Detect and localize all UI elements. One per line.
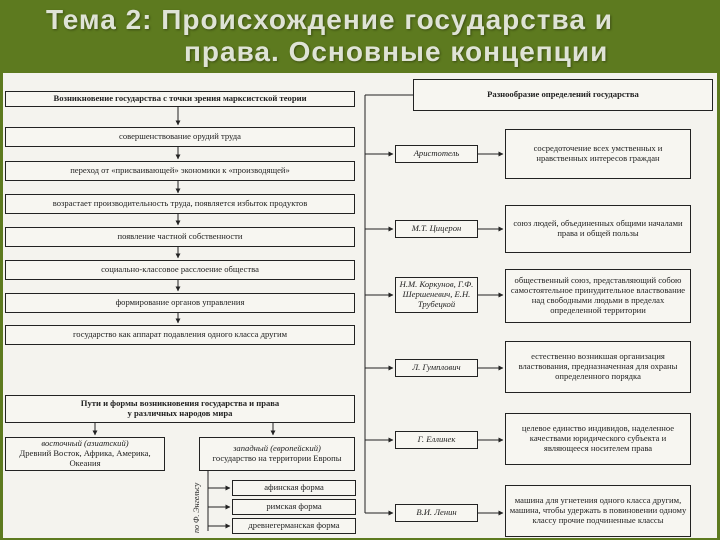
slide-title-line-2: права. Основные концепции — [184, 36, 609, 67]
slide-title-line-1: Тема 2: Происхождение государства и — [46, 4, 613, 35]
author-box-lenin: В.И. Ленин — [395, 504, 478, 522]
eastern-way-box: восточный (азиатский) Древний Восток, Аф… — [5, 437, 165, 471]
diagram-sheet: Возникновение государства с точки зрения… — [3, 73, 717, 538]
western-way-text: государство на территории Европы — [212, 453, 342, 463]
step-box: возрастает производительность труда, поя… — [5, 194, 355, 214]
step-box: переход от «присваивающей» экономики к «… — [5, 161, 355, 181]
germanic-form-box: древнегерманская форма — [232, 518, 356, 534]
author-box-aristotle: Аристотель — [395, 145, 478, 163]
connector-lines — [92, 94, 504, 531]
step-box: появление частной собственности — [5, 227, 355, 247]
slide-title: Тема 2: Происхождение государства и прав… — [0, 0, 720, 72]
definition-box-korkunov: общественный союз, представляющий собою … — [505, 269, 691, 323]
ways-forms-header: Пути и формы возникновения государства и… — [5, 395, 355, 423]
engels-vertical-label: по Ф. Энгельсу — [192, 482, 201, 533]
ways-forms-header-line-1: Пути и формы возникновения государства и… — [80, 398, 280, 409]
definition-box-aristotle: сосредоточение всех умственных и нравств… — [505, 129, 691, 179]
western-way-title: западный (европейский) — [233, 443, 321, 454]
right-branch-arrows — [364, 94, 504, 516]
author-box-gumplowicz: Л. Гумплович — [395, 359, 478, 377]
definitions-header: Разнообразие определений государства — [413, 79, 713, 111]
eastern-way-text: Древний Восток, Африка, Америка, Океания — [19, 448, 151, 468]
athenian-form-box: афинская форма — [232, 480, 356, 496]
step-box: совершенствование орудий труда — [5, 127, 355, 147]
ways-forms-header-line-2: у различных народов мира — [127, 408, 233, 418]
definition-box-lenin: машина для угнетения одного класса други… — [505, 485, 691, 537]
marxist-theory-header: Возникновение государства с точки зрения… — [5, 91, 355, 107]
author-box-cicero: М.Т. Цицерон — [395, 220, 478, 238]
western-way-box: западный (европейский) государство на те… — [199, 437, 355, 471]
ways-arrows — [92, 423, 276, 531]
author-box-korkunov: Н.М. Коркунов, Г.Ф. Шершеневич, Е.Н. Тру… — [395, 277, 478, 313]
definition-box-gumplowicz: естественно возникшая организация властв… — [505, 341, 691, 393]
eastern-way-title: восточный (азиатский) — [41, 438, 129, 449]
roman-form-box: римская форма — [232, 499, 356, 515]
author-box-jellinek: Г. Еллинек — [395, 431, 478, 449]
step-box: формирование органов управления — [5, 293, 355, 313]
definition-box-jellinek: целевое единство индивидов, наделенное к… — [505, 413, 691, 465]
step-box: государство как аппарат подавления одног… — [5, 325, 355, 345]
definition-box-cicero: союз людей, объединенных общими началами… — [505, 205, 691, 253]
step-box: социально-классовое расслоение общества — [5, 260, 355, 280]
